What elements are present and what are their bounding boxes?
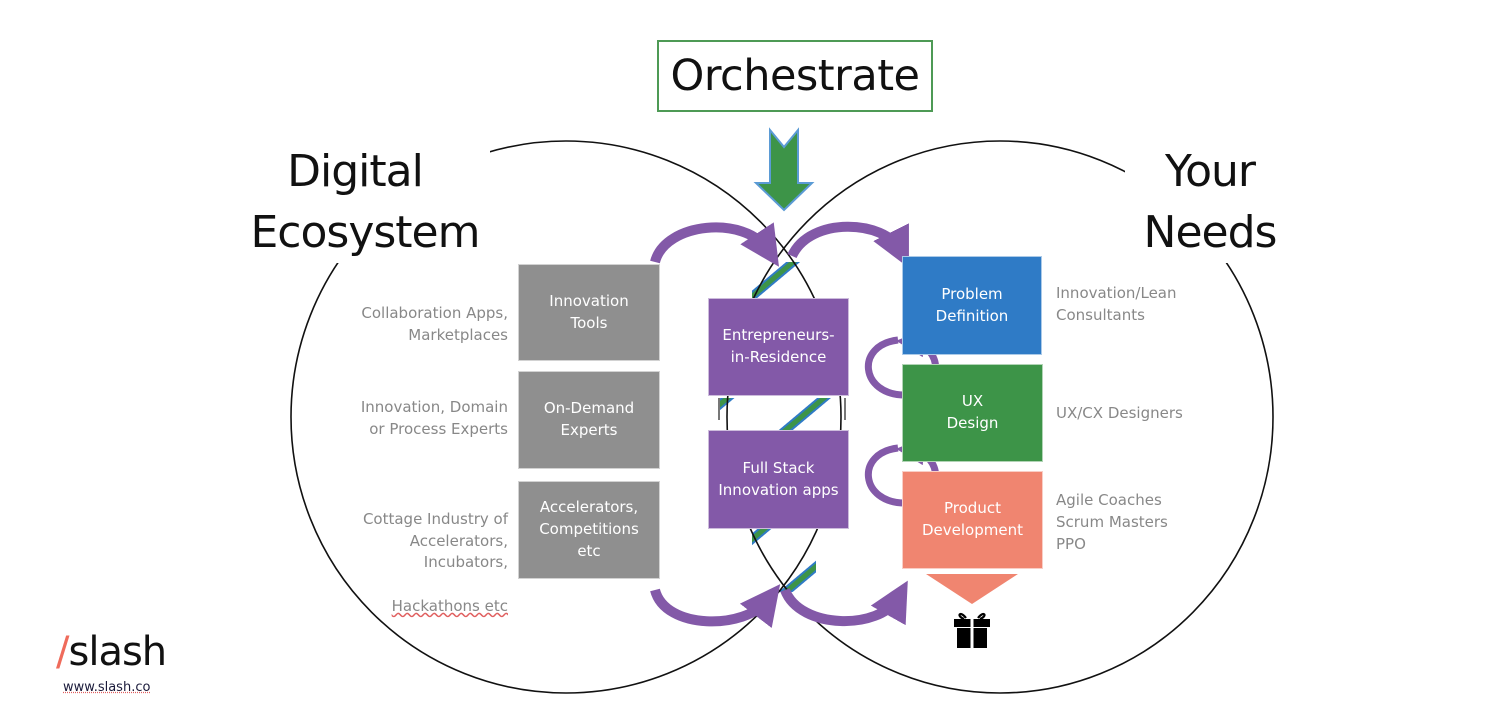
right-circle-your-needs <box>726 140 1274 694</box>
side-label-innovation-lean: Innovation/Lean Consultants <box>1056 284 1177 324</box>
curved-arrow-top-left <box>650 222 780 267</box>
problem-definition-box: Problem Definition <box>902 256 1042 355</box>
your-needs-title: Your Needs <box>1125 142 1295 264</box>
slash-logo-name: slash <box>68 629 167 675</box>
innovation-tools-box: Innovation Tools <box>518 264 660 361</box>
slash-logo: /slash <box>56 629 167 675</box>
output-down-triangle <box>926 574 1018 604</box>
curved-arrow-bottom-left <box>650 584 781 629</box>
side-label-collaboration-apps: Collaboration Apps, Marketplaces <box>361 304 508 344</box>
curved-arrow-top-right <box>787 221 909 268</box>
orchestrate-title: Orchestrate <box>657 40 933 112</box>
side-label-cottage-industry-text: Cottage Industry of Accelerators, Incuba… <box>362 509 508 572</box>
accelerators-box: Accelerators, Competitions etc <box>518 481 660 579</box>
stripe-band-middle <box>720 398 844 422</box>
side-label-hackathons: Hackathons etc <box>391 596 508 615</box>
your-needs-title-line1: Your <box>1165 146 1256 197</box>
slash-logo-mark: / <box>56 629 70 675</box>
side-label-domain-experts: Innovation, Domain or Process Experts <box>360 398 508 438</box>
side-label-cottage-industry: Cottage Industry of Accelerators, Incuba… <box>330 487 508 639</box>
side-label-ux-cx-designers: UX/CX Designers <box>1056 404 1183 422</box>
product-development-box: Product Development <box>902 471 1043 569</box>
side-label-agile-coaches: Agile Coaches Scrum Masters PPO <box>1056 491 1168 553</box>
digital-ecosystem-title-line2: Ecosystem <box>250 206 481 258</box>
your-needs-title-line2: Needs <box>1143 206 1278 258</box>
digital-ecosystem-title: Digital Ecosystem <box>240 142 490 264</box>
orchestrate-down-arrow <box>753 127 815 212</box>
entrepreneurs-in-residence-box: Entrepreneurs- in-Residence <box>708 298 849 396</box>
on-demand-experts-box: On-Demand Experts <box>518 371 660 469</box>
digital-ecosystem-title-line1: Digital <box>287 146 424 197</box>
gift-icon <box>954 612 990 648</box>
left-circle-digital-ecosystem <box>290 140 842 694</box>
curved-arrow-bottom-right <box>780 580 908 627</box>
ux-design-box: UX Design <box>902 364 1043 462</box>
slash-website-link[interactable]: www.slash.co <box>63 680 151 695</box>
full-stack-innovation-apps-box: Full Stack Innovation apps <box>708 430 849 529</box>
